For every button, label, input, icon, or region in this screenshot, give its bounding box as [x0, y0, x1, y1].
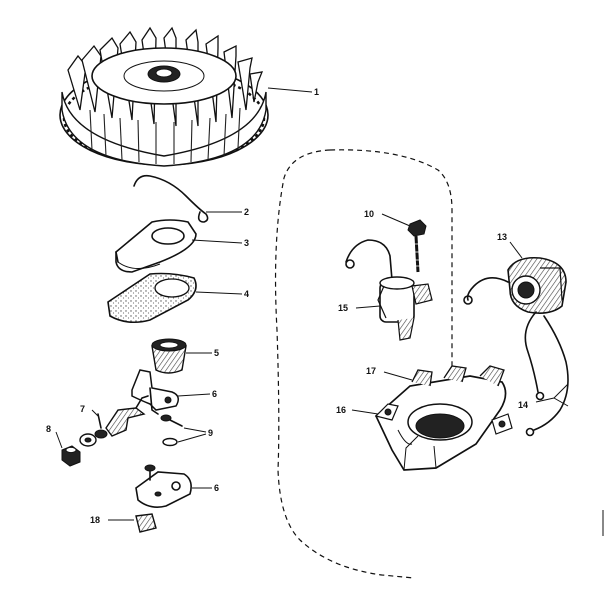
- condenser: [345, 239, 433, 341]
- label-part-13: 13: [497, 232, 507, 242]
- breaker-plate: [135, 464, 192, 508]
- retaining-clip: [133, 174, 209, 223]
- ignition-coil: [463, 256, 567, 314]
- assembly-group-outline: [274, 149, 415, 579]
- mounting-screw: [407, 219, 427, 273]
- label-part-4: 4: [244, 289, 249, 299]
- label-part-8: 8: [46, 424, 51, 434]
- coil-leads: [524, 311, 569, 437]
- label-part-9: 9: [208, 428, 213, 438]
- breaker-cover: [135, 513, 157, 533]
- label-part-15: 15: [338, 303, 348, 313]
- label-part-14: 14: [518, 400, 528, 410]
- assembly-group-outline-top: [329, 149, 453, 385]
- breaker-arm: [105, 395, 149, 437]
- label-part-1: 1: [314, 87, 319, 97]
- magneto-housing: [374, 365, 513, 471]
- hex-nut: [61, 445, 81, 467]
- label-part-10: 10: [364, 209, 374, 219]
- label-part-5: 5: [214, 348, 219, 358]
- screw: [160, 414, 183, 427]
- label-part-2: 2: [244, 207, 249, 217]
- label-part-3: 3: [244, 238, 249, 248]
- label-part-16: 16: [336, 405, 346, 415]
- gasket: [107, 272, 197, 324]
- breaker-bracket: [131, 369, 179, 415]
- bushing: [151, 338, 187, 374]
- label-part-6-upper: 6: [212, 389, 217, 399]
- cover-plate: [115, 219, 197, 273]
- label-part-7: 7: [80, 404, 85, 414]
- terminal-post: [94, 413, 108, 439]
- label-part-17: 17: [366, 366, 376, 376]
- washer: [79, 433, 97, 447]
- lock-washer: [162, 437, 178, 447]
- label-part-6-lower: 6: [214, 483, 219, 493]
- label-part-18: 18: [90, 515, 100, 525]
- flywheel: [59, 26, 269, 167]
